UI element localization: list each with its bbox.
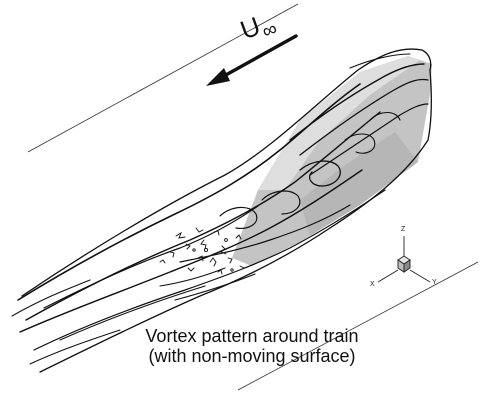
y-axis-label: Y [432,279,437,286]
z-axis-label: Z [401,226,405,233]
vortex-tube-7 [12,280,90,316]
debris-dot-4 [231,269,233,271]
figure-caption: Vortex pattern around train (with non-mo… [122,326,382,366]
lower-vortex-3 [160,268,225,286]
debris-dot-1 [204,248,207,251]
debris-4 [201,240,206,249]
debris-dot-3 [193,249,195,251]
axis-triad [378,236,430,282]
debris-10 [188,268,194,271]
debris-14 [240,266,244,268]
debris-15 [160,260,165,263]
caption-line-2: (with non-moving surface) [122,346,382,366]
debris-dot-2 [225,239,228,242]
debris-5 [214,231,219,235]
debris-12 [170,252,174,257]
debris-9 [228,258,232,263]
debris-1 [176,233,185,238]
vortex-tube-8 [30,330,120,364]
debris-3 [196,228,203,232]
y-axis-line [410,270,430,282]
freestream-arrow-head [206,68,230,86]
debris-8 [210,258,216,266]
x-axis-line [378,270,398,282]
debris-11 [236,235,241,239]
caption-line-1: Vortex pattern around train [122,326,382,346]
x-axis-label: X [370,281,375,288]
